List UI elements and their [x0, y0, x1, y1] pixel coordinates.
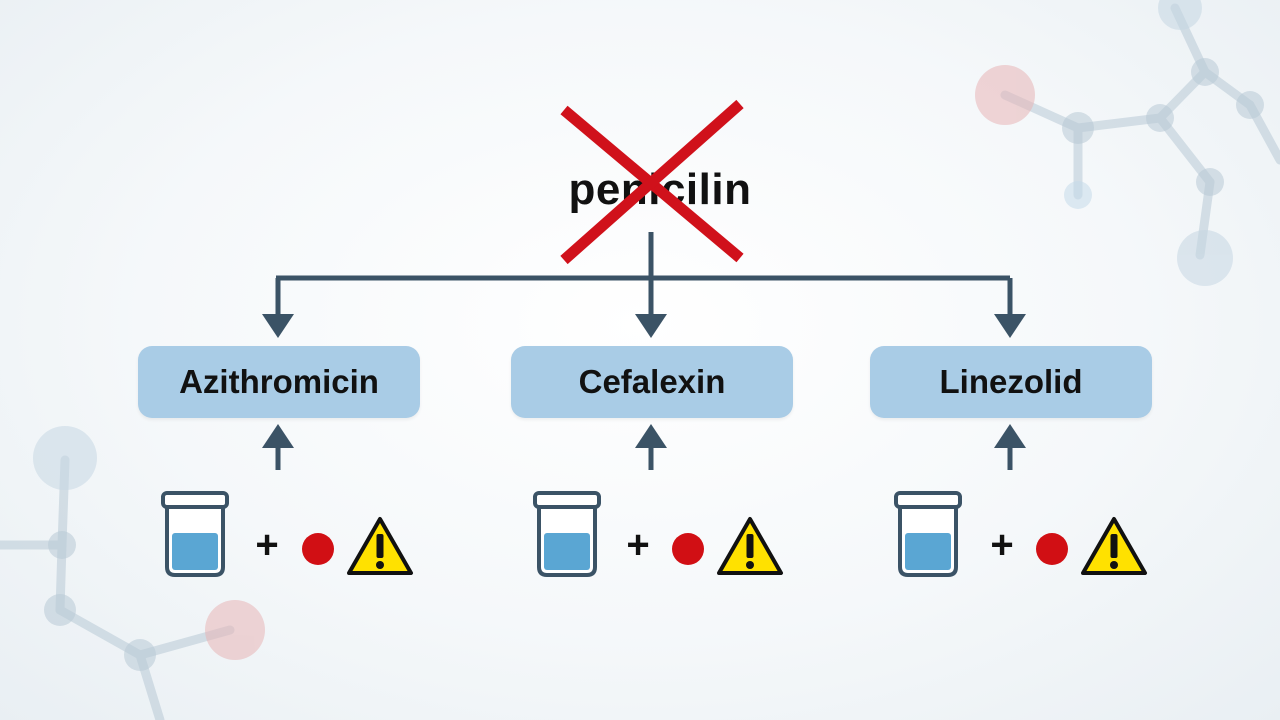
alternative-label: Azithromicin [179, 363, 379, 400]
arrow-down-center [635, 314, 667, 338]
warning-icon [1081, 517, 1147, 575]
red-dot-icon [1036, 533, 1068, 565]
alternative-box-linezolid: Linezolid [870, 346, 1152, 418]
warning-icon [347, 517, 413, 575]
alternative-box-cefalexin: Cefalexin [511, 346, 793, 418]
jar-icon [161, 491, 229, 577]
arrow-up-left [262, 424, 294, 448]
warning-icon [717, 517, 783, 575]
alternative-box-azithromicin: Azithromicin [138, 346, 420, 418]
arrow-down-left [262, 314, 294, 338]
red-dot-icon [302, 533, 334, 565]
alternative-label: Linezolid [939, 363, 1083, 400]
arrow-up-right [994, 424, 1026, 448]
alternative-label: Cefalexin [578, 363, 726, 400]
jar-icon [894, 491, 962, 577]
plus-sign: + [990, 523, 1014, 567]
arrow-down-right [994, 314, 1026, 338]
red-dot-icon [672, 533, 704, 565]
jar-icon [533, 491, 601, 577]
plus-sign: + [255, 523, 279, 567]
arrow-up-center [635, 424, 667, 448]
plus-sign: + [626, 523, 650, 567]
